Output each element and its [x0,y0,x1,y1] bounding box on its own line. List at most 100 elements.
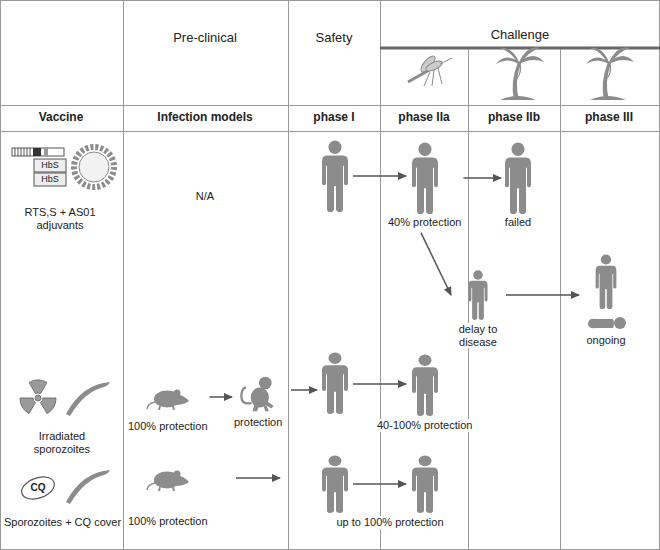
person-figure [596,254,617,309]
person-figure [322,141,348,212]
arrow-connector [421,233,451,295]
palm-tree-icon [496,47,544,100]
protein-label: HbS [35,174,65,184]
mouse-figure [147,471,189,492]
person-figure [322,455,348,513]
outcome-label: delay to disease [452,323,504,348]
group-header: Pre-clinical [135,31,275,46]
person-figure [412,354,438,416]
palm-fronds [496,47,544,82]
figure-node: protection [233,372,283,431]
column-header: Infection models [127,111,283,125]
column-line [380,0,381,550]
figure-node: 100% protection [127,463,209,530]
sporozoite-icon [66,382,110,416]
palm-trunk [603,62,611,100]
person-figure [412,143,438,214]
hbs-box [34,173,66,186]
radiation-icon [18,380,58,415]
figure-icon [410,354,440,416]
palm-trunk [513,62,521,100]
gene-segment [44,148,48,156]
outcome-label: failed [505,216,531,229]
palm-tree-icon [586,47,634,100]
mosquito-legs [424,58,452,86]
rtss-construct-icon [12,147,114,187]
progression-arrows [236,176,406,484]
monkey-figure [242,377,274,412]
group-header: Safety [291,31,377,46]
outcome-label: 40% protection [388,216,461,229]
progression-arrow [353,483,406,485]
figure-node: delay to disease [451,268,505,350]
gene-bar [12,148,64,156]
radiation-blade [29,380,47,394]
person-figure [468,270,487,320]
protein-label: HbS [35,160,65,170]
figure-node: ongoing [580,252,632,349]
figure-node: 40% protection [387,140,462,231]
outcome-label: ongoing [586,334,625,347]
figure-icon [581,254,631,332]
figure-icon [467,270,489,320]
not-applicable-note: N/A [185,190,225,203]
mouse-figure [147,390,189,411]
progression-arrow [291,389,317,391]
vlp-core [79,152,109,182]
person-figure [412,455,438,513]
outcome-label: 100% protection [128,420,208,433]
gene-stripes [15,148,30,156]
figure-node: 40-100% protection [376,352,473,434]
group-header: Challenge [455,28,585,43]
column-header: phase III [564,111,654,125]
column-header: phase IIa [382,111,466,125]
arrow-connector [506,294,579,296]
progression-arrow [236,477,280,479]
vaccine-name: RTS,S + AS01 adjuvants [18,206,102,231]
arrow-connector [463,177,501,179]
palm-ground [500,96,536,100]
cq-pill [19,473,58,503]
row-line [0,105,660,106]
outcome-label: protection [234,416,282,429]
gene-segment [33,148,41,156]
outcome-label: up to 100% protection [329,516,451,529]
column-line [560,48,561,550]
figure-icon [238,374,278,412]
progression-arrow [353,383,406,385]
person-figure [322,352,348,414]
figure-icon [410,142,440,214]
progression-arrow [353,175,406,177]
vaccine-name: Irradiated sporozoites [20,430,104,455]
column-header: Vaccine [6,111,116,125]
column-line [123,0,124,550]
baby-figure [588,317,626,329]
palm-fronds [586,47,634,82]
figure-node: failed [502,140,534,231]
figure-icon [146,465,190,491]
row-line [0,131,660,132]
outcome-label: 40-100% protection [377,419,472,432]
column-line [288,0,289,550]
vlp-particle [74,147,114,187]
sporozoite-icon [66,470,110,504]
outcome-label: 100% protection [128,515,208,528]
challenge-bar [380,47,660,50]
palm-ground [590,96,626,100]
figure-icon [146,384,190,410]
radiation-center [35,395,41,401]
person-figure [505,143,531,214]
figure-node: 100% protection [127,382,209,435]
mosquito-icon [408,54,452,86]
column-header: phase I [291,111,377,125]
figure-icon [503,142,533,214]
hbs-box [34,159,66,172]
pill-label: CQ [26,482,50,494]
column-header: phase IIb [471,111,557,125]
vaccine-name: Sporozoites + CQ cover [4,516,120,529]
